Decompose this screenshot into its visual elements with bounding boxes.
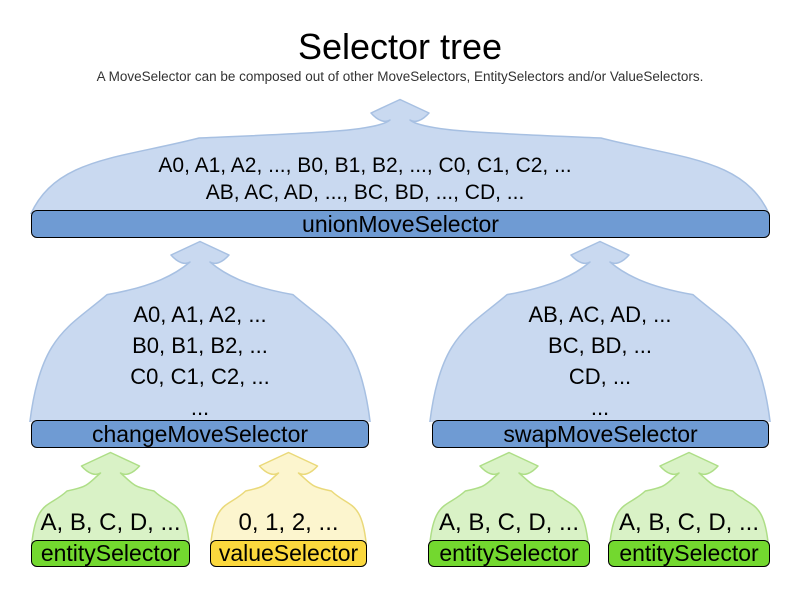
bar-label: unionMoveSelector — [302, 210, 499, 237]
entity-values: A, B, C, D, ... — [608, 508, 770, 538]
moves-line: B0, B1, B2, ... — [132, 333, 268, 358]
value-funnel-arrow-shape — [210, 451, 367, 544]
swap-generated-moves: AB, AC, AD, ... BC, BD, ... CD, ... ... — [430, 299, 770, 423]
bar-label: entitySelector — [619, 540, 759, 566]
entity-values: A, B, C, D, ... — [428, 508, 590, 538]
entity-funnel-arrow-shape — [429, 451, 589, 544]
entity-values: A, B, C, D, ... — [30, 508, 191, 538]
moves-line: A0, A1, A2, ..., B0, B1, B2, ..., C0, C1… — [158, 154, 572, 177]
union-move-selector-bar: unionMoveSelector — [31, 210, 770, 238]
moves-line: CD, ... — [568, 364, 632, 389]
moves-line: A0, A1, A2, ... — [133, 302, 267, 327]
swap-move-selector-bar: swapMoveSelector — [432, 420, 769, 448]
moves-line: A, B, C, D, ... — [618, 509, 760, 536]
entity-funnel-arrow-shape — [609, 451, 769, 544]
funnel-path — [609, 451, 769, 544]
change-move-selector-bar: changeMoveSelector — [31, 420, 369, 448]
union-funnel-arrow-shape — [30, 98, 770, 214]
value-values: 0, 1, 2, ... — [209, 508, 368, 538]
funnel-path — [31, 451, 190, 544]
diagram-title: Selector tree — [297, 26, 503, 67]
diagram-subtitle: A MoveSelector can be composed out of ot… — [96, 69, 704, 84]
entity-selector-bar-3: entitySelector — [608, 540, 770, 567]
change-generated-moves: A0, A1, A2, ... B0, B1, B2, ... C0, C1, … — [30, 299, 370, 423]
value-selector-bar: valueSelector — [210, 540, 367, 567]
bar-label: entitySelector — [40, 540, 181, 566]
union-generated-moves: A0, A1, A2, ..., B0, B1, B2, ..., C0, C1… — [0, 152, 730, 206]
bar-label: entitySelector — [439, 540, 579, 566]
entity-selector-bar-2: entitySelector — [428, 540, 590, 567]
entity-selector-bar-1: entitySelector — [31, 540, 190, 567]
funnel-path — [210, 451, 367, 544]
moves-line: A, B, C, D, ... — [438, 509, 580, 536]
bar-label: swapMoveSelector — [503, 420, 698, 447]
moves-line: C0, C1, C2, ... — [130, 364, 270, 389]
funnel-path — [29, 240, 371, 422]
moves-line: 0, 1, 2, ... — [238, 509, 339, 536]
bar-label: changeMoveSelector — [91, 420, 309, 447]
moves-line: ... — [590, 395, 610, 420]
moves-line: AB, AC, AD, ..., BC, BD, ..., CD, ... — [205, 181, 525, 204]
funnel-path — [429, 451, 589, 544]
moves-line: BC, BD, ... — [548, 333, 652, 358]
swap-funnel-arrow-shape — [429, 240, 771, 422]
entity-funnel-arrow-shape — [31, 451, 190, 544]
funnel-path — [429, 240, 771, 422]
moves-line: AB, AC, AD, ... — [528, 302, 672, 327]
funnel-path — [30, 98, 770, 214]
change-funnel-arrow-shape — [29, 240, 371, 422]
moves-line: A, B, C, D, ... — [40, 509, 181, 536]
moves-line: ... — [190, 395, 210, 420]
bar-label: valueSelector — [218, 540, 359, 566]
